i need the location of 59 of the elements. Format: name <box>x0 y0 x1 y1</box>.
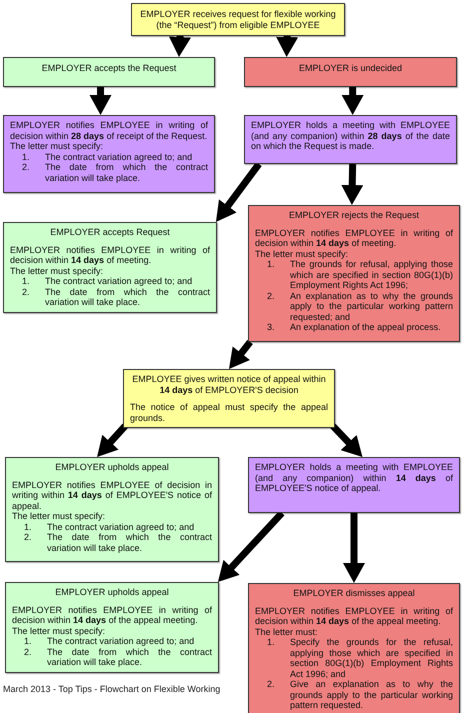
list-item: 1. The contract variation agreed to; and <box>24 522 196 532</box>
arrow <box>341 164 364 205</box>
heading-text: EMPLOYER upholds appeal <box>54 587 170 598</box>
process-box <box>244 115 457 164</box>
body-text: EMPLOYER holds a meeting with EMPLOYEE (and any companion) within 14 days of EMPLOYEE'S notice of appeal. <box>255 462 453 494</box>
process-box <box>248 583 460 713</box>
body-text: EMPLOYER notifies EMPLOYEE in writing of decision within 14 days of the appeal meeting. <box>255 606 453 627</box>
list-item: 2. The date from which the contract variation will take place. <box>24 532 212 554</box>
arrow <box>343 513 365 583</box>
list-item: 1. Specify the grounds for the refusal, applying those which are specified in section 80G(1)(b) Employment Rights Act 1996; and <box>267 637 453 680</box>
heading-text: EMPLOYEE gives written notice of appeal within 14 days of EMPLOYER'S decision <box>131 374 327 396</box>
arrow <box>97 424 128 457</box>
body-text: The letter must specify: <box>10 266 104 276</box>
process-box <box>248 205 460 342</box>
list-item: 2. The date from which the contract variation will take place. <box>22 162 208 184</box>
list-item: 3. An explanation of the appeal process. <box>267 322 442 333</box>
process-box <box>3 222 217 313</box>
body-text: EMPLOYER notifies EMPLOYEE in writing of decision within 14 days of the appeal meeting. <box>12 604 212 626</box>
list-item: 2. An explanation as to why the grounds apply to the particular working pattern requested; and <box>267 290 453 322</box>
body-text: The letter must specify: <box>12 626 106 636</box>
arrow <box>218 510 284 582</box>
list-item: 1. The contract variation agreed to; and <box>22 276 194 287</box>
list-item: 2. The date from which the contract variation will take place. <box>22 286 210 308</box>
body-text: The letter must: <box>255 626 319 638</box>
arrow <box>330 424 362 457</box>
body-text: EMPLOYER notifies EMPLOYEE in writing of decision within 28 days of receipt of the Request. <box>10 120 208 142</box>
process-box <box>3 57 215 87</box>
body-text: The notice of appeal must specify the appeal grounds. <box>130 402 328 424</box>
heading-text: EMPLOYER rejects the Request <box>288 210 420 221</box>
process-box <box>131 3 345 36</box>
list-item: 2. Give an explanation as to why the grounds apply to the particular working pattern requested. <box>267 679 453 711</box>
list-item: 1. The grounds for refusal, applying those which are specified in section 80G(1)(b) Employment Rights Act 1996; <box>267 259 453 291</box>
heading-text: EMPLOYER accepts the Request <box>40 63 178 74</box>
arrow <box>90 87 112 115</box>
arrow <box>216 162 262 222</box>
caption: March 2013 - Top Tips - Flowchart on Flexible Working <box>3 684 220 694</box>
body-text: EMPLOYER notifies EMPLOYEE in writing of decision within 14 days of meeting. <box>255 228 453 249</box>
list-item: 1. The contract variation agreed to; and <box>22 152 194 162</box>
heading-text: EMPLOYER is undecided <box>298 63 404 74</box>
heading-text: EMPLOYER dismisses appeal <box>292 588 416 599</box>
body-text: The letter must specify: <box>12 511 106 522</box>
heading-text: EMPLOYER upholds appeal <box>54 462 170 473</box>
body-text: The letter must specify: <box>10 141 104 152</box>
arrow <box>342 87 364 115</box>
body-text: EMPLOYER holds a meeting with EMPLOYEE (and any companion) within 28 days of the date on which the Request is made. <box>251 120 450 152</box>
process-box <box>244 57 457 87</box>
process-box <box>5 457 219 562</box>
list-item: 1. The contract variation agreed to; and <box>24 636 196 647</box>
heading-text: EMPLOYER accepts Request <box>49 227 171 238</box>
process-box <box>123 369 335 428</box>
process-box <box>3 115 215 193</box>
body-text: EMPLOYER notifies EMPLOYEE of decision in writing within 14 days of EMPLOYEE'S notice of appeal. <box>12 480 212 512</box>
body-text: The letter must specify: <box>255 248 350 260</box>
arrow <box>229 340 253 369</box>
heading-text: EMPLOYER receives request for flexible working (the “Request”) from eligible EMPLOYEE <box>139 9 337 30</box>
process-box <box>5 582 219 673</box>
body-text: EMPLOYER notifies EMPLOYEE in writing of decision within 14 days of meeting. <box>10 244 210 266</box>
list-item: 2. The date from which the contract variation will take place. <box>24 646 212 668</box>
process-box <box>248 457 460 513</box>
